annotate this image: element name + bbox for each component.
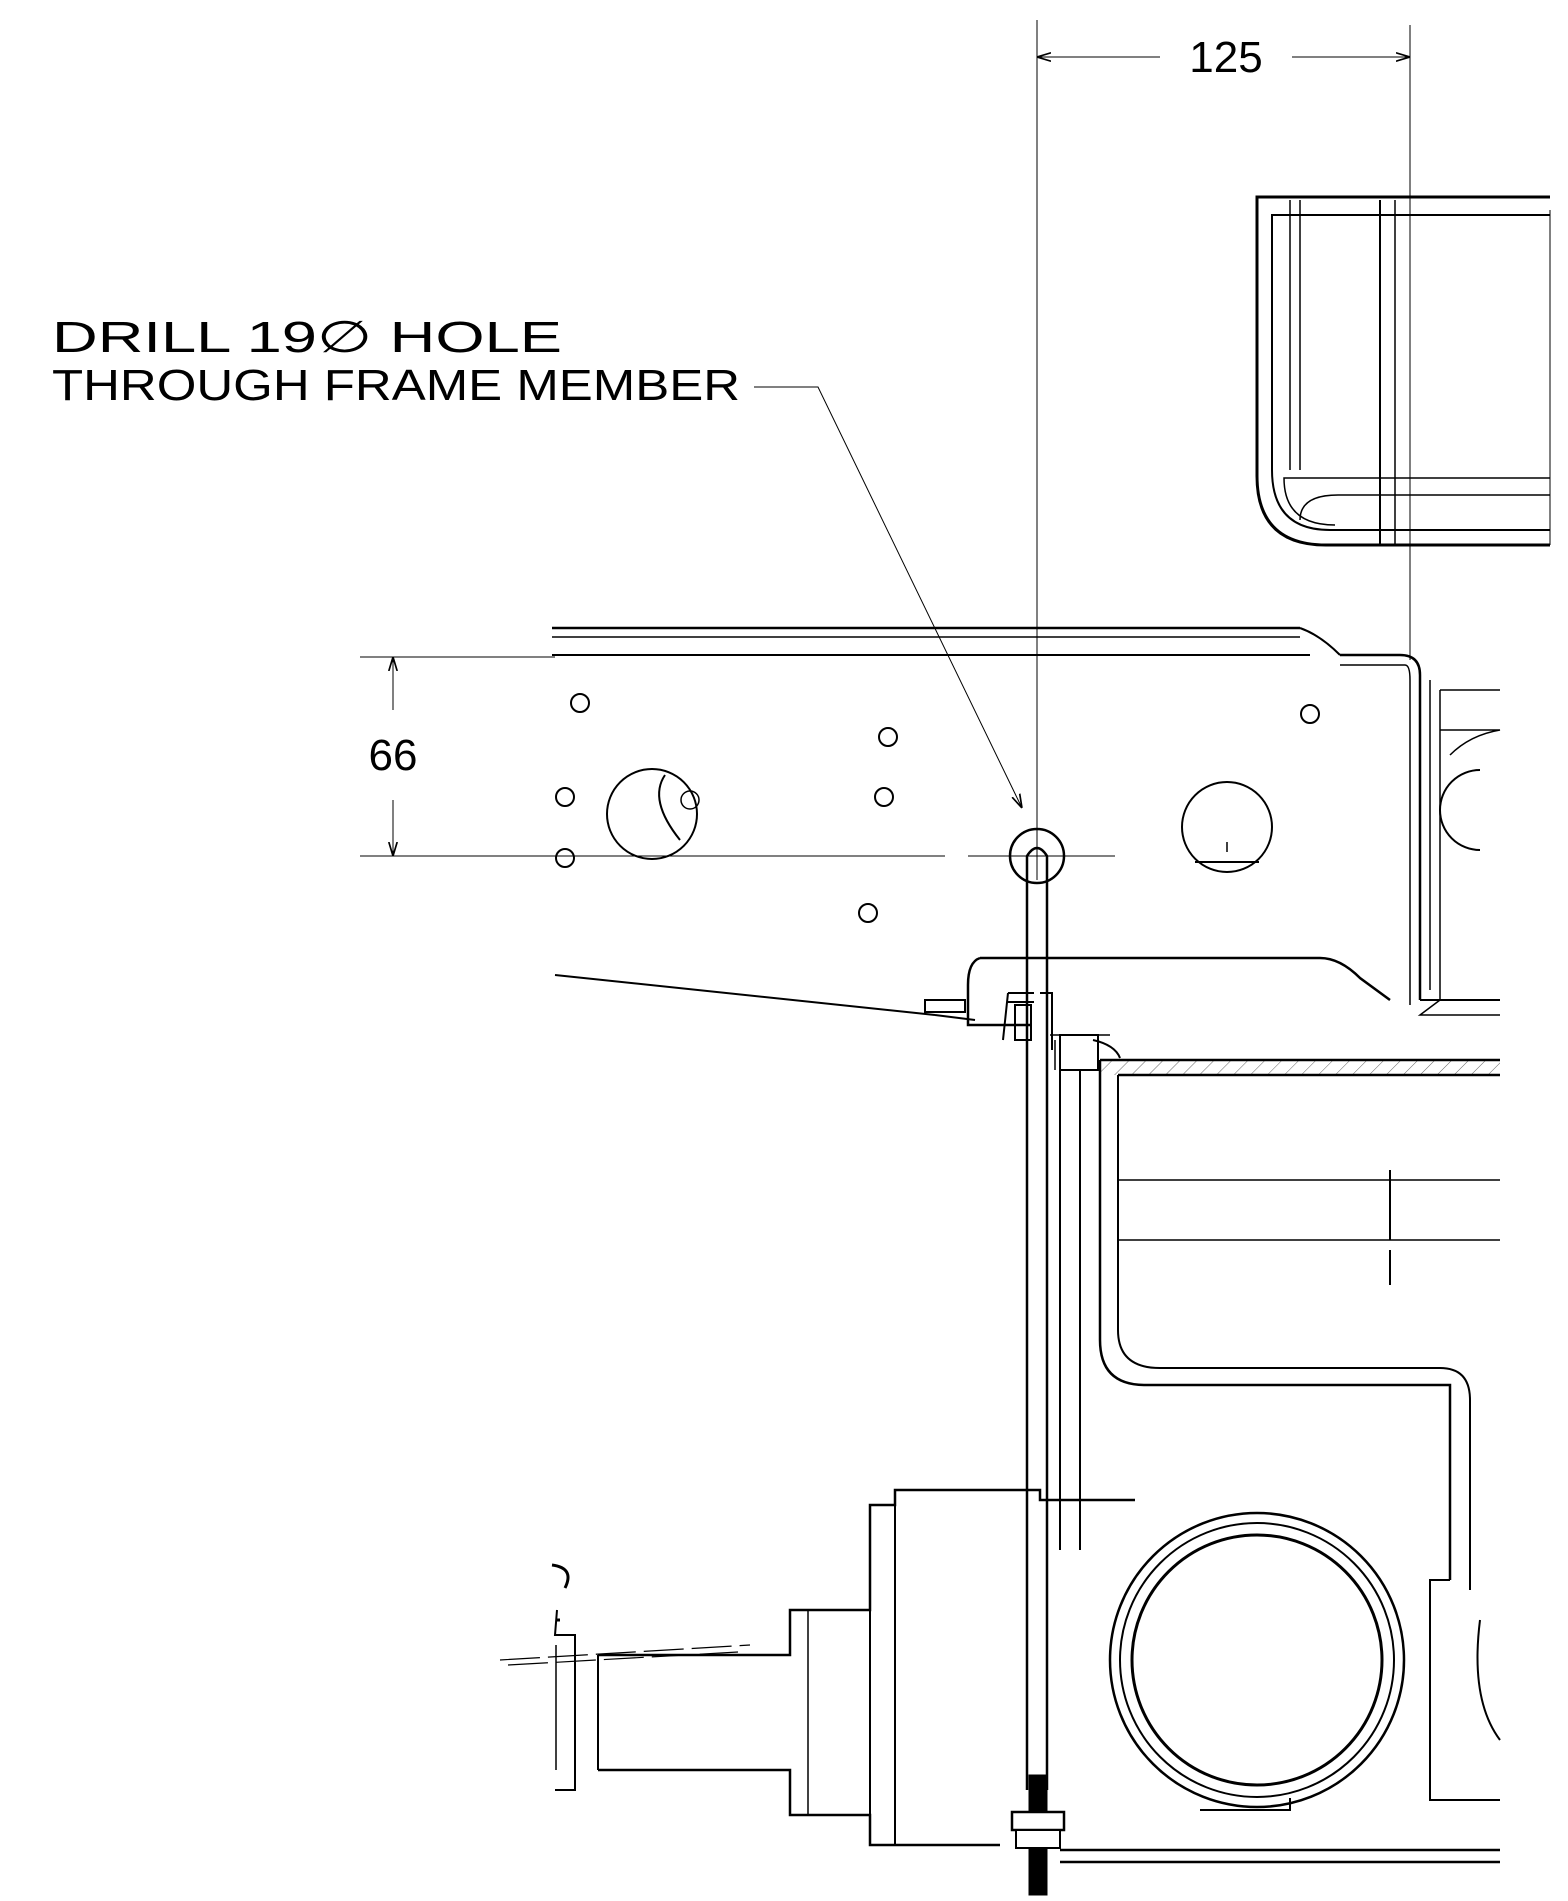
- drill-note-line1: DRILL 19∅ HOLE: [52, 313, 562, 362]
- dimension-125-label: 125: [1189, 33, 1262, 82]
- axle-pipe: [499, 1488, 1501, 1864]
- dimension-66-label: 66: [369, 731, 418, 780]
- drilled-hole-j-bolt: [1002, 827, 1066, 1896]
- dimension-125: 125: [1036, 20, 1411, 880]
- dimension-66: 66: [360, 656, 1115, 857]
- lower-bracket: [1050, 1034, 1500, 1590]
- drill-note: DRILL 19∅ HOLE THROUGH FRAME MEMBER: [52, 313, 1022, 808]
- drill-note-line2: THROUGH FRAME MEMBER: [52, 361, 740, 410]
- frame-member: [552, 626, 1501, 1027]
- upper-bracket-box: [1255, 195, 1551, 547]
